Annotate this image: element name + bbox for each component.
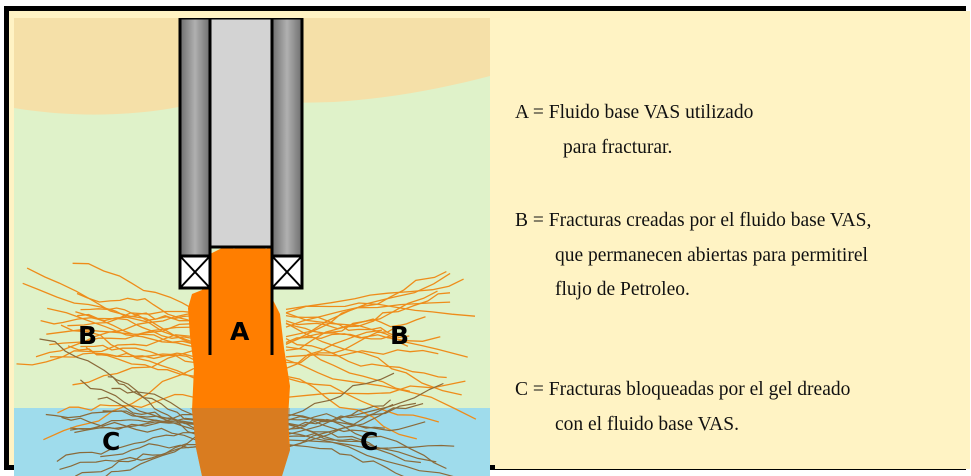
fracture-line [43,367,195,441]
fracture-line [70,414,196,430]
fracture-line [57,393,195,414]
fracture-line [56,432,197,462]
fracture-line [285,322,462,396]
fracture-line [75,435,197,476]
fracture-line [35,312,195,358]
well-casing [178,18,304,355]
fracture-line [61,416,197,441]
fracture-line [285,329,382,364]
fracture-line [287,403,424,448]
fracture-line [285,278,464,314]
fracture-line [287,382,444,435]
fracture-line [74,421,197,434]
legend-a-line1: A = Fluido base VAS utilizado [515,102,754,123]
fracture-line [285,271,447,345]
label-b-right: B [390,321,409,350]
legend-panel: A = Fluido base VAS utilizado para fract… [495,11,970,469]
fracture-line [285,272,451,338]
fracture-line [287,415,426,432]
fracture-line [60,324,195,379]
packer-left [178,254,212,290]
fracture-line [285,333,441,344]
fracture-line [39,338,197,417]
legend-b-line2: que permanecen abiertas para permitirel [555,244,868,266]
label-a: A [230,317,250,346]
fracture-line [287,439,421,464]
fracture-line [285,338,447,379]
fracture-line [287,432,454,476]
fracture-line [76,292,195,324]
legend-item-a: A = Fluido base VAS utilizado para fract… [515,103,753,157]
diagram-frame: A B B C C A = Fluido base VAS utilizado … [4,6,970,476]
legend-b-line3: flujo de Petroleo. [555,279,690,300]
fracture-line [16,334,195,366]
fracture-line [287,432,388,450]
fracture-line [287,444,405,476]
packer-right [270,254,304,290]
legend-b-line1: B = Fracturas creadas por el fluido base… [515,210,872,231]
fracture-line [285,314,410,339]
fracture-network [16,262,477,476]
fracture-line [285,302,476,317]
fracture-line [287,403,394,430]
wellbore-diagram: A B B C C [14,18,490,476]
fluid-below-water-table [190,408,290,476]
fracture-line [285,312,468,358]
fracture-line [287,423,455,449]
fracture-line [40,314,194,325]
casing-right-wall [270,18,304,258]
fracture-line [285,380,466,399]
label-b-left: B [78,321,97,350]
fracture-line [107,376,197,435]
legend-c-line2: con el fluido base VAS. [555,413,739,435]
label-c-left: C [102,427,120,456]
fracture-line [287,372,395,417]
fracture-line [285,349,439,358]
legend-a-line2: para fracturar. [563,136,673,158]
fracture-line [72,262,195,310]
fracture-line [80,379,197,430]
fracture-line [105,444,196,476]
legend-item-c: C = Fracturas bloqueadas por el gel drea… [515,380,850,434]
fracture-line [287,420,374,435]
fracture-line [111,387,197,421]
fracture-line [80,344,195,364]
label-c-right: C [360,427,378,456]
legend-c-line1: C = Fracturas bloqueadas por el gel drea… [515,379,851,400]
casing-left-wall [178,18,212,258]
fracture-line [100,443,197,458]
fracture-line [46,326,195,336]
fracture-line [80,307,195,320]
legend-item-b: B = Fracturas creadas por el fluido base… [515,211,871,300]
tubing-interior [208,18,274,249]
fracture-line [67,310,195,327]
fracture-line [285,359,477,420]
fracture-line [67,345,195,361]
fracture-line [285,377,439,423]
